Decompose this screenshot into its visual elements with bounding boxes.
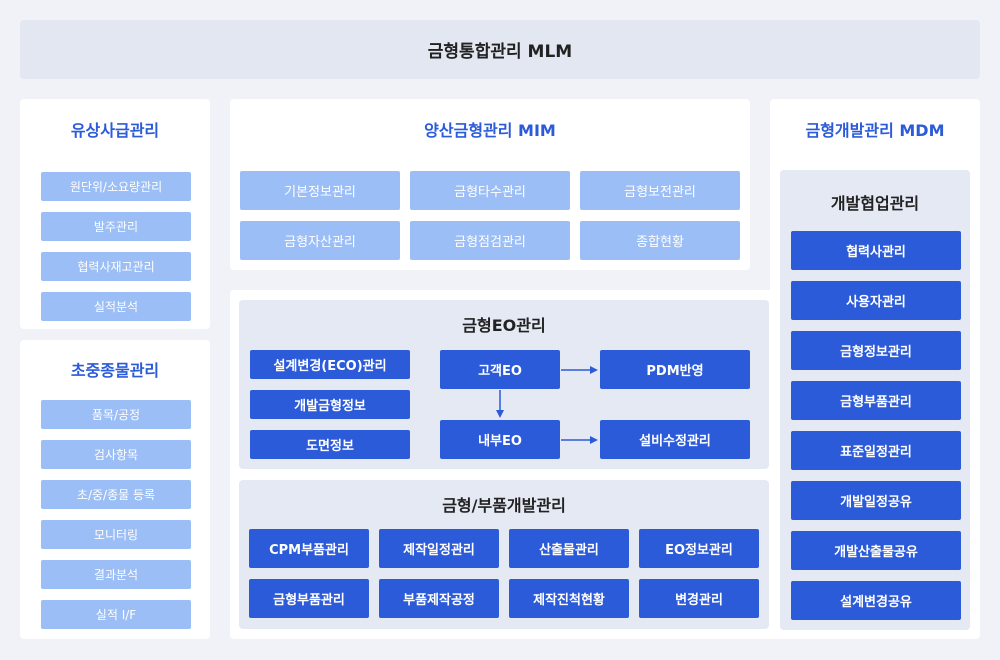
panel-parts-title: 금형/부품개발관리 (442, 496, 566, 515)
panel-paid-supply-title: 유상사급관리 (70, 121, 160, 140)
panel-mim-title: 양산금형관리 MIM (424, 121, 556, 140)
mdm-item[interactable]: 사용자관리 (791, 281, 961, 320)
mim-item[interactable]: 금형자산관리 (240, 221, 400, 260)
mim-item[interactable]: 금형타수관리 (410, 171, 570, 210)
parts-item[interactable]: 산출물관리 (509, 529, 629, 568)
parts-item[interactable]: CPM부품관리 (249, 529, 369, 568)
parts-item[interactable]: 제작진척현황 (509, 579, 629, 618)
header-title: 금형통합관리 MLM (427, 42, 573, 62)
paid-supply-item[interactable]: 원단위/소요량관리 (41, 172, 191, 201)
mim-item[interactable]: 종합현황 (580, 221, 740, 260)
eo-left-item[interactable]: 개발금형정보 (250, 390, 410, 419)
eo-left-item[interactable]: 도면정보 (250, 430, 410, 459)
paid-supply-item[interactable]: 협력사재고관리 (41, 252, 191, 281)
mim-item[interactable]: 금형보전관리 (580, 171, 740, 210)
equipment-box[interactable]: 설비수정관리 (600, 420, 750, 459)
parts-item[interactable]: 변경관리 (639, 579, 759, 618)
mim-item[interactable]: 금형점검관리 (410, 221, 570, 260)
customer-eo-box[interactable]: 고객EO (440, 350, 560, 389)
mdm-item[interactable]: 금형부품관리 (791, 381, 961, 420)
first-mid-last-item[interactable]: 초/중/종물 등록 (41, 480, 191, 509)
mim-item[interactable]: 기본정보관리 (240, 171, 400, 210)
parts-item[interactable]: EO정보관리 (639, 529, 759, 568)
first-mid-last-item[interactable]: 결과분석 (41, 560, 191, 589)
panel-eo-title: 금형EO관리 (462, 316, 546, 335)
mdm-item[interactable]: 설계변경공유 (791, 581, 961, 620)
mdm-item[interactable]: 표준일정관리 (791, 431, 961, 470)
internal-eo-box[interactable]: 내부EO (440, 420, 560, 459)
mdm-item[interactable]: 개발일정공유 (791, 481, 961, 520)
paid-supply-item[interactable]: 발주관리 (41, 212, 191, 241)
parts-item[interactable]: 제작일정관리 (379, 529, 499, 568)
first-mid-last-item[interactable]: 실적 I/F (41, 600, 191, 629)
mdm-item[interactable]: 협력사관리 (791, 231, 961, 270)
panel-mdm-title: 금형개발관리 MDM (805, 121, 945, 140)
panel-first-mid-last-title: 초중종물관리 (70, 361, 160, 380)
pdm-box[interactable]: PDM반영 (600, 350, 750, 389)
paid-supply-item[interactable]: 실적분석 (41, 292, 191, 321)
mdm-item[interactable]: 금형정보관리 (791, 331, 961, 370)
first-mid-last-item[interactable]: 품목/공정 (41, 400, 191, 429)
first-mid-last-item[interactable]: 모니터링 (41, 520, 191, 549)
first-mid-last-item[interactable]: 검사항목 (41, 440, 191, 469)
mdm-item[interactable]: 개발산출물공유 (791, 531, 961, 570)
eo-left-item[interactable]: 설계변경(ECO)관리 (250, 350, 410, 379)
parts-item[interactable]: 금형부품관리 (249, 579, 369, 618)
header-bar: 금형통합관리 MLM (20, 20, 980, 79)
panel-dev-collab-title: 개발협업관리 (830, 194, 920, 213)
parts-item[interactable]: 부품제작공정 (379, 579, 499, 618)
